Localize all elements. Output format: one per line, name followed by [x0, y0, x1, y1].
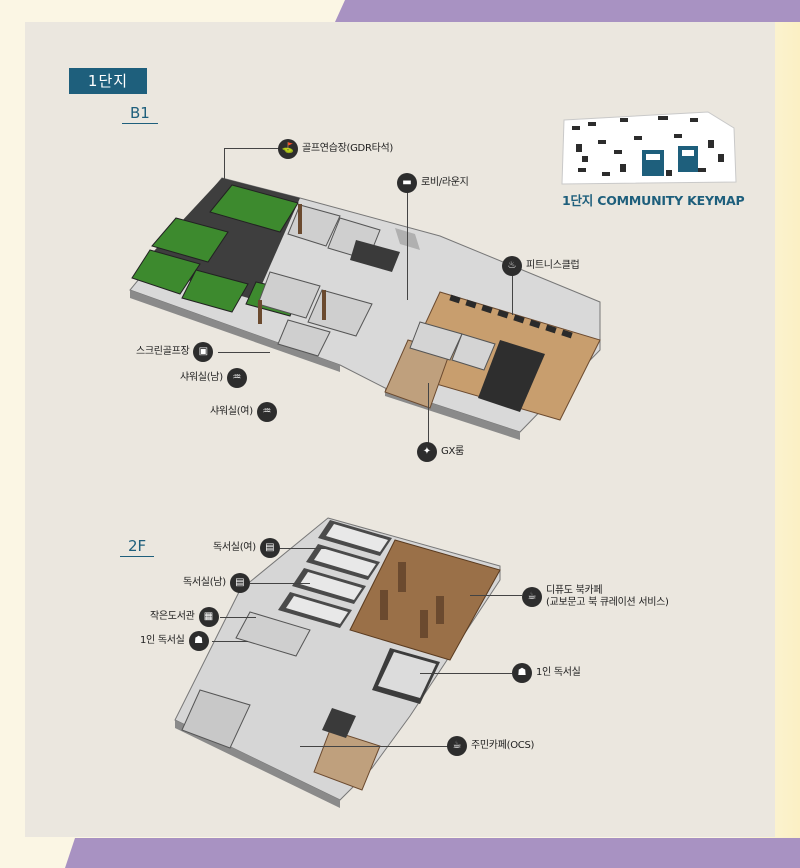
- callout-single-reading-left: ☗ 1인 독서실: [140, 631, 209, 651]
- leader-book-cafe: [470, 595, 522, 596]
- callout-golf-range: ⛳ 골프연습장(GDR타석): [278, 139, 393, 159]
- floor-label-2f: 2F: [120, 537, 155, 557]
- leader-fitness: [512, 275, 513, 315]
- leader-single-reading-left: [212, 641, 248, 642]
- leader-golf-v: [224, 148, 225, 180]
- callout-shower-men: ♒ 샤워실(남): [180, 368, 247, 388]
- leader-golf: [224, 148, 280, 149]
- sofa-icon: ▬: [397, 173, 417, 193]
- leader-lobby: [407, 192, 408, 300]
- callout-single-reading-right: ☗ 1인 독서실: [512, 663, 581, 683]
- reader-icon: ☗: [188, 631, 209, 651]
- coffee-icon: ☕: [447, 736, 467, 756]
- leader-reading-men: [250, 583, 310, 584]
- leader-reading-women: [278, 548, 330, 549]
- callout-shower-women: ♒ 샤워실(여): [210, 402, 277, 422]
- book-cafe-sublabel: (교보문고 북 큐레이션 서비스): [546, 597, 669, 608]
- callout-screen-golf: ▣ 스크린골프장: [136, 342, 214, 362]
- leader-single-reading-right: [420, 673, 512, 674]
- shower-icon: ♒: [256, 402, 277, 422]
- desk-icon: ▦: [198, 607, 219, 627]
- bookcafe-icon: ☕: [522, 587, 542, 607]
- exercise-icon: ✦: [417, 442, 437, 462]
- callout-fitness: ♨ 피트니스클럽: [502, 256, 580, 276]
- leader-small-library: [220, 617, 256, 618]
- leader-gx: [428, 383, 429, 448]
- book-icon: ▤: [259, 538, 280, 558]
- keymap-site-plan: [561, 111, 737, 185]
- callout-small-library: ▦ 작은도서관: [150, 607, 219, 627]
- complex-title: 1단지: [69, 68, 147, 94]
- callout-resident-cafe: ☕ 주민카페(OCS): [447, 736, 534, 756]
- background-purple-band-bottom: [65, 838, 800, 868]
- floor-label-b1: B1: [122, 104, 158, 124]
- golfer-icon: ⛳: [278, 139, 298, 159]
- callout-reading-men: ▤ 독서실(남): [183, 573, 250, 593]
- keymap-caption: 1단지 COMMUNITY KEYMAP: [562, 193, 745, 208]
- leader-screen-golf: [218, 352, 270, 353]
- shower-icon: ♒: [226, 368, 247, 388]
- treadmill-icon: ♨: [502, 256, 522, 276]
- callout-lobby: ▬ 로비/라운지: [397, 173, 469, 193]
- book-cafe-label: 디퓨도 북카페: [546, 585, 603, 596]
- reader-icon: ☗: [512, 663, 532, 683]
- callout-gx-room: ✦ GX룸: [417, 442, 464, 462]
- leader-resident-cafe: [300, 746, 448, 747]
- callout-book-cafe: ☕ 디퓨도 북카페 (교보문고 북 큐레이션 서비스): [522, 585, 669, 609]
- screen-golf-icon: ▣: [193, 342, 214, 362]
- background-purple-band-top: [335, 0, 800, 22]
- book-icon: ▤: [229, 573, 250, 593]
- community-keymap: [558, 110, 740, 188]
- callout-reading-women: ▤ 독서실(여): [213, 538, 280, 558]
